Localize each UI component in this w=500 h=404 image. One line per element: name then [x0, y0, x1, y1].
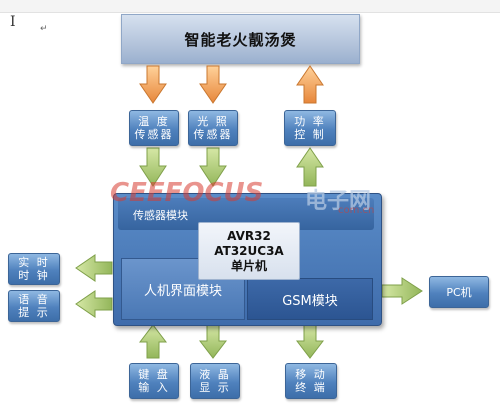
keyboard-input-box: 键 盘 输 入 — [129, 363, 179, 399]
mobile-terminal-box: 移 动 终 端 — [285, 363, 337, 399]
arrow-keyboard-to-main — [138, 324, 168, 359]
power-control-box: 功 率 控 制 — [284, 110, 336, 146]
sensor-module-label: 传感器模块 — [133, 209, 188, 222]
gsm-module-box: GSM模块 — [247, 278, 373, 320]
lcd-display-box: 液 晶 显 示 — [190, 363, 240, 399]
pc-label: PC机 — [446, 285, 472, 299]
paragraph-mark-icon: ↵ — [40, 24, 48, 34]
arrow-temp-to-main — [139, 147, 167, 187]
temp-sensor-label: 温 度 传感器 — [134, 115, 174, 141]
light-sensor-box: 光 照 传感器 — [188, 110, 238, 146]
arrow-title-to-light — [199, 65, 227, 104]
arrow-main-to-voice — [75, 290, 113, 318]
arrow-main-to-power — [296, 147, 324, 187]
arrow-power-to-title — [296, 65, 324, 104]
watermark-cn: 电子网 — [305, 189, 372, 214]
arrow-light-to-main — [199, 147, 227, 187]
document-top-edge — [0, 0, 500, 13]
system-title-box: 智能老火靓汤煲 — [121, 14, 360, 64]
voice-prompt-label: 语 音 提 示 — [18, 293, 50, 319]
arrow-main-to-pc — [381, 277, 423, 305]
arrow-main-to-mobile — [295, 324, 325, 359]
mcu-line-1: AVR32 — [227, 228, 271, 243]
arrow-title-to-temp — [139, 65, 167, 104]
gsm-module-label: GSM模块 — [282, 293, 338, 309]
arrow-main-to-rtc — [75, 254, 113, 282]
mcu-line-3: 单片机 — [230, 258, 267, 273]
rtc-box: 实 时 时 钟 — [8, 253, 60, 285]
lcd-display-label: 液 晶 显 示 — [199, 368, 231, 394]
hmi-module-label: 人机界面模块 — [143, 283, 222, 299]
text-cursor-icon: I — [10, 14, 16, 30]
system-title: 智能老火靓汤煲 — [184, 30, 297, 49]
watermark-url: com.cn — [338, 205, 375, 216]
mcu-line-2: AT32UC3A — [214, 243, 284, 258]
watermark-brand: CEEFOCUS — [110, 178, 264, 208]
voice-prompt-box: 语 音 提 示 — [8, 290, 60, 322]
mobile-terminal-label: 移 动 终 端 — [295, 368, 327, 394]
pc-box: PC机 — [429, 276, 489, 308]
power-control-label: 功 率 控 制 — [294, 115, 326, 141]
light-sensor-label: 光 照 传感器 — [193, 115, 233, 141]
mcu-box: AVR32 AT32UC3A 单片机 — [198, 222, 300, 280]
keyboard-input-label: 键 盘 输 入 — [138, 368, 170, 394]
rtc-label: 实 时 时 钟 — [18, 256, 50, 282]
temp-sensor-box: 温 度 传感器 — [129, 110, 179, 146]
arrow-main-to-lcd — [198, 324, 228, 359]
